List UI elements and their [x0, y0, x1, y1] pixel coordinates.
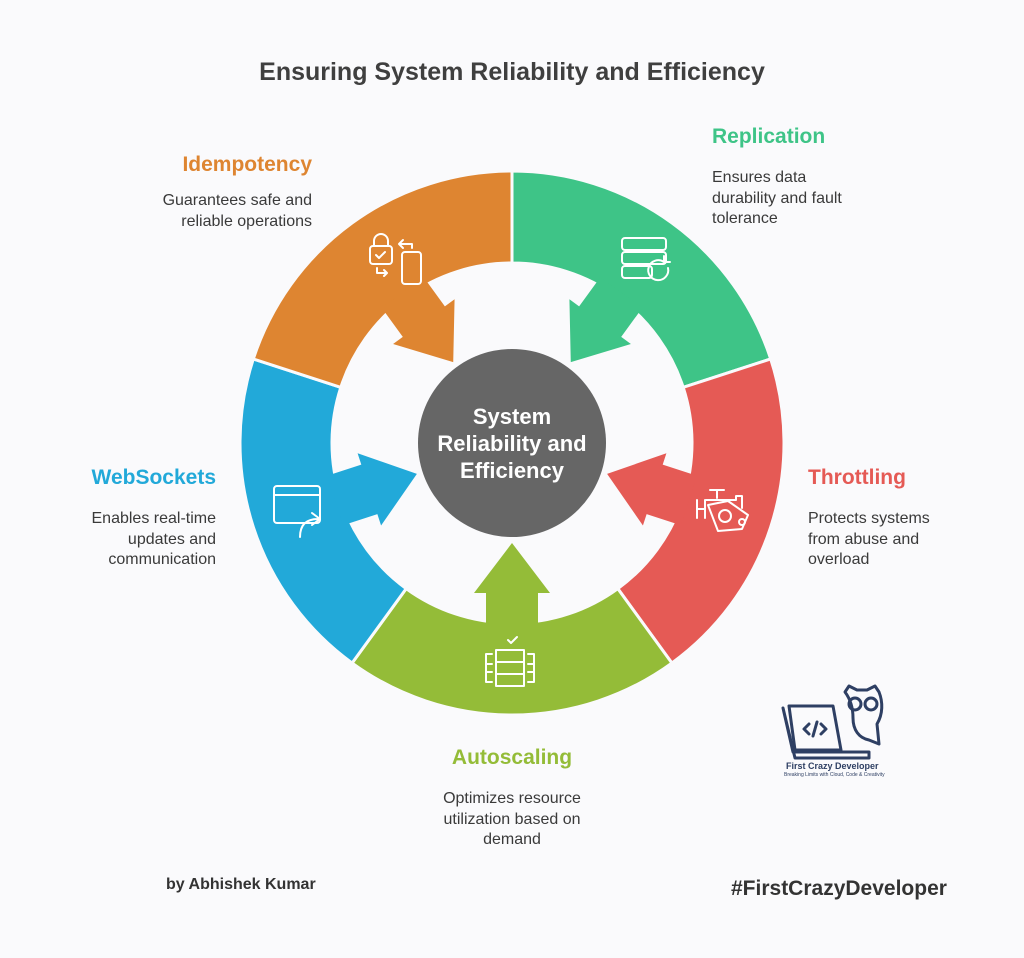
desc-line: Optimizes resource: [443, 790, 581, 807]
desc-line: Guarantees safe and: [162, 192, 312, 209]
segment-label-idempotency: Idempotency: [182, 153, 312, 176]
center-line-1: System: [473, 404, 551, 429]
segment-desc-websockets: Enables real-time updates and communicat…: [16, 509, 217, 571]
desc-line: Protects systems: [808, 510, 930, 527]
arrow-replication: [569, 277, 643, 363]
center-line-2: Reliability and: [437, 431, 586, 456]
segment-label-throttling: Throttling: [808, 466, 906, 489]
desc-line: updates and: [127, 530, 216, 548]
segment-desc-replication: Ensures data durability and fault tolera…: [712, 168, 842, 230]
segment-desc-throttling: Protects systems from abuse and overload: [808, 509, 930, 571]
browser-redirect-icon: [273, 485, 321, 538]
engine-valve-icon: [696, 489, 749, 532]
hashtag: #FirstCrazyDeveloper: [731, 877, 947, 900]
segment-label-replication: Replication: [712, 125, 826, 148]
arrow-throttling: [607, 453, 697, 526]
desc-line: overload: [808, 551, 870, 568]
first-crazy-developer-logo: [781, 684, 884, 760]
center-hub: [418, 349, 606, 537]
segment-idempotency: [251, 169, 514, 390]
desc-line: demand: [483, 831, 541, 848]
segment-desc-autoscaling: Optimizes resource utilization based on …: [392, 789, 632, 851]
scaling-rack-icon: [485, 636, 535, 687]
desc-line: durability and fault: [712, 189, 842, 207]
segment-label-autoscaling: Autoscaling: [451, 746, 573, 769]
desc-line: tolerance: [712, 210, 778, 227]
desc-line: reliable operations: [181, 212, 312, 230]
arrow-idempotency: [381, 277, 455, 363]
desc-line: Ensures data: [712, 169, 807, 186]
logo-name: First Crazy Developer: [786, 761, 879, 771]
desc-line: from abuse and: [808, 530, 920, 548]
arrow-autoscaling: [474, 543, 550, 629]
segment-desc-idempotency: Guarantees safe and reliable operations: [60, 191, 312, 232]
server-refresh-icon: [621, 237, 671, 282]
center-line-3: Efficiency: [460, 458, 565, 483]
logo-tagline: Breaking Limits with Cloud, Code & Creat…: [784, 772, 885, 778]
lock-device-icon: [369, 233, 422, 285]
page-title: Ensuring System Reliability and Efficien…: [259, 58, 765, 86]
segment-label-websockets: WebSockets: [91, 466, 217, 489]
desc-line: utilization based on: [443, 810, 581, 828]
author-credit: by Abhishek Kumar: [166, 876, 316, 893]
desc-line: Enables real-time: [91, 510, 217, 527]
arrow-websockets: [327, 453, 417, 526]
desc-line: communication: [108, 551, 216, 568]
